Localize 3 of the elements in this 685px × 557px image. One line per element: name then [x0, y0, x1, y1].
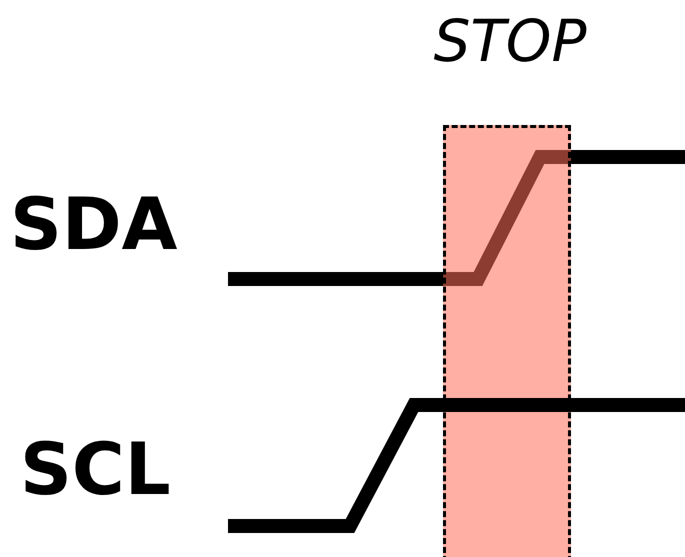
signal-name: SCL — [20, 433, 171, 505]
region-heading: STOP — [432, 10, 588, 74]
signal-name: SDA — [10, 188, 178, 260]
